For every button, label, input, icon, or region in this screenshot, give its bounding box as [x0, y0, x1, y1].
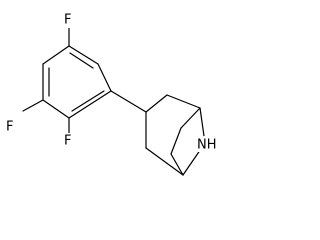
bond-c7-c6	[170, 127, 182, 155]
double-bond-c2-c3	[69, 52, 94, 69]
bond-c2-c1	[166, 94, 201, 109]
label-bg-f-top	[62, 14, 76, 28]
label-bg-nh	[196, 136, 222, 152]
fluorine-bottom-label: F	[64, 134, 71, 149]
bond-c1-c2	[97, 63, 112, 92]
bond-c2-c3	[68, 45, 99, 65]
bond-c1-c7	[180, 107, 201, 129]
bond-c5-c4	[145, 147, 184, 176]
bond-c3-c2	[145, 94, 168, 113]
fluorine-top-label: F	[64, 13, 71, 28]
fluorine-left-label: F	[6, 120, 13, 135]
bond-c6-c1	[68, 90, 112, 119]
benzene-ring	[42, 45, 112, 119]
bond-aryl-bicycle	[110, 90, 147, 113]
bond-c5-f-left	[22, 99, 44, 112]
label-bg-f-left	[5, 120, 19, 134]
label-bg-f-bottom	[62, 133, 76, 147]
bond-c5-c6	[42, 99, 70, 119]
bond-c3-c4	[42, 45, 70, 65]
double-bond-c6-c1	[71, 90, 105, 112]
molecule-structure: F F F NH	[5, 12, 222, 176]
azabicycle	[145, 94, 206, 176]
nitrogen-nh-label: NH	[197, 138, 217, 153]
bond-c6-c5	[170, 153, 184, 176]
